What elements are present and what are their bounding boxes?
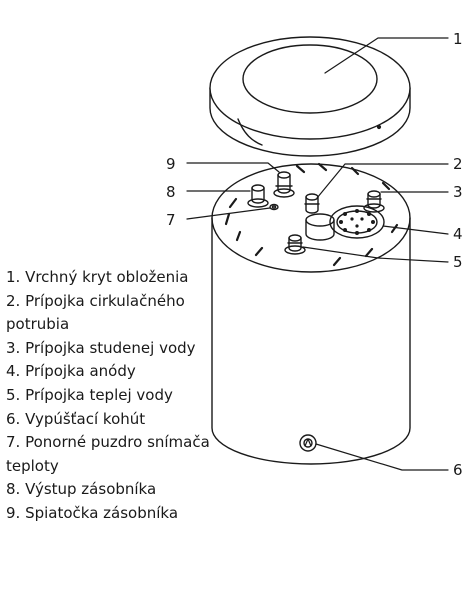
callout-3: 3 (453, 183, 463, 201)
legend-item-4: 4. Prípojka anódy (6, 362, 136, 381)
callout-7: 7 (166, 211, 176, 229)
circulation-connector (304, 193, 320, 214)
callout-9: 9 (166, 155, 176, 173)
leader-line-6 (315, 443, 449, 471)
center-cap (305, 213, 335, 241)
callout-5: 5 (453, 253, 463, 271)
legend-item-2: 2. Prípojka cirkulačného potrubia (6, 291, 185, 334)
hot-water-connector (284, 234, 306, 255)
sensor-sleeve (269, 203, 279, 211)
leader-line-5 (302, 246, 449, 263)
callout-numbers: 1 2 3 4 5 6 7 8 9 (166, 30, 463, 479)
callout-8: 8 (166, 183, 176, 201)
outlet-connector (247, 184, 269, 208)
callout-1: 1 (453, 30, 463, 48)
leader-line-9 (186, 162, 280, 173)
anode-flange (329, 205, 385, 239)
legend-item-9: 9. Spiatočka zásobníka (6, 503, 179, 522)
drain-valve (299, 434, 317, 452)
parts-legend: 1. Vrchný kryt obloženia 2. Prípojka cir… (6, 266, 221, 526)
callout-4: 4 (453, 225, 463, 243)
legend-item-5: 5. Prípojka teplej vody (6, 385, 173, 404)
top-cover (209, 36, 411, 157)
callout-2: 2 (453, 155, 463, 173)
legend-item-7: 7. Ponorné puzdro snímača teploty (6, 433, 210, 475)
leader-line-4 (382, 225, 449, 235)
leader-line-7 (186, 207, 271, 220)
leader-line-2 (316, 163, 449, 199)
return-connector (273, 171, 295, 198)
legend-item-1: 1. Vrchný kryt obloženia (6, 268, 189, 286)
callout-6: 6 (453, 461, 463, 479)
cold-water-connector (363, 190, 385, 213)
legend-item-6: 6. Vypúšťací kohút (6, 409, 146, 428)
leader-lines (186, 37, 449, 471)
leader-line-1 (324, 37, 449, 74)
tank-body (211, 163, 411, 465)
tank-top-slots (224, 162, 399, 267)
legend-item-8: 8. Výstup zásobníka (6, 480, 157, 499)
legend-item-3: 3. Prípojka studenej vody (6, 338, 196, 357)
